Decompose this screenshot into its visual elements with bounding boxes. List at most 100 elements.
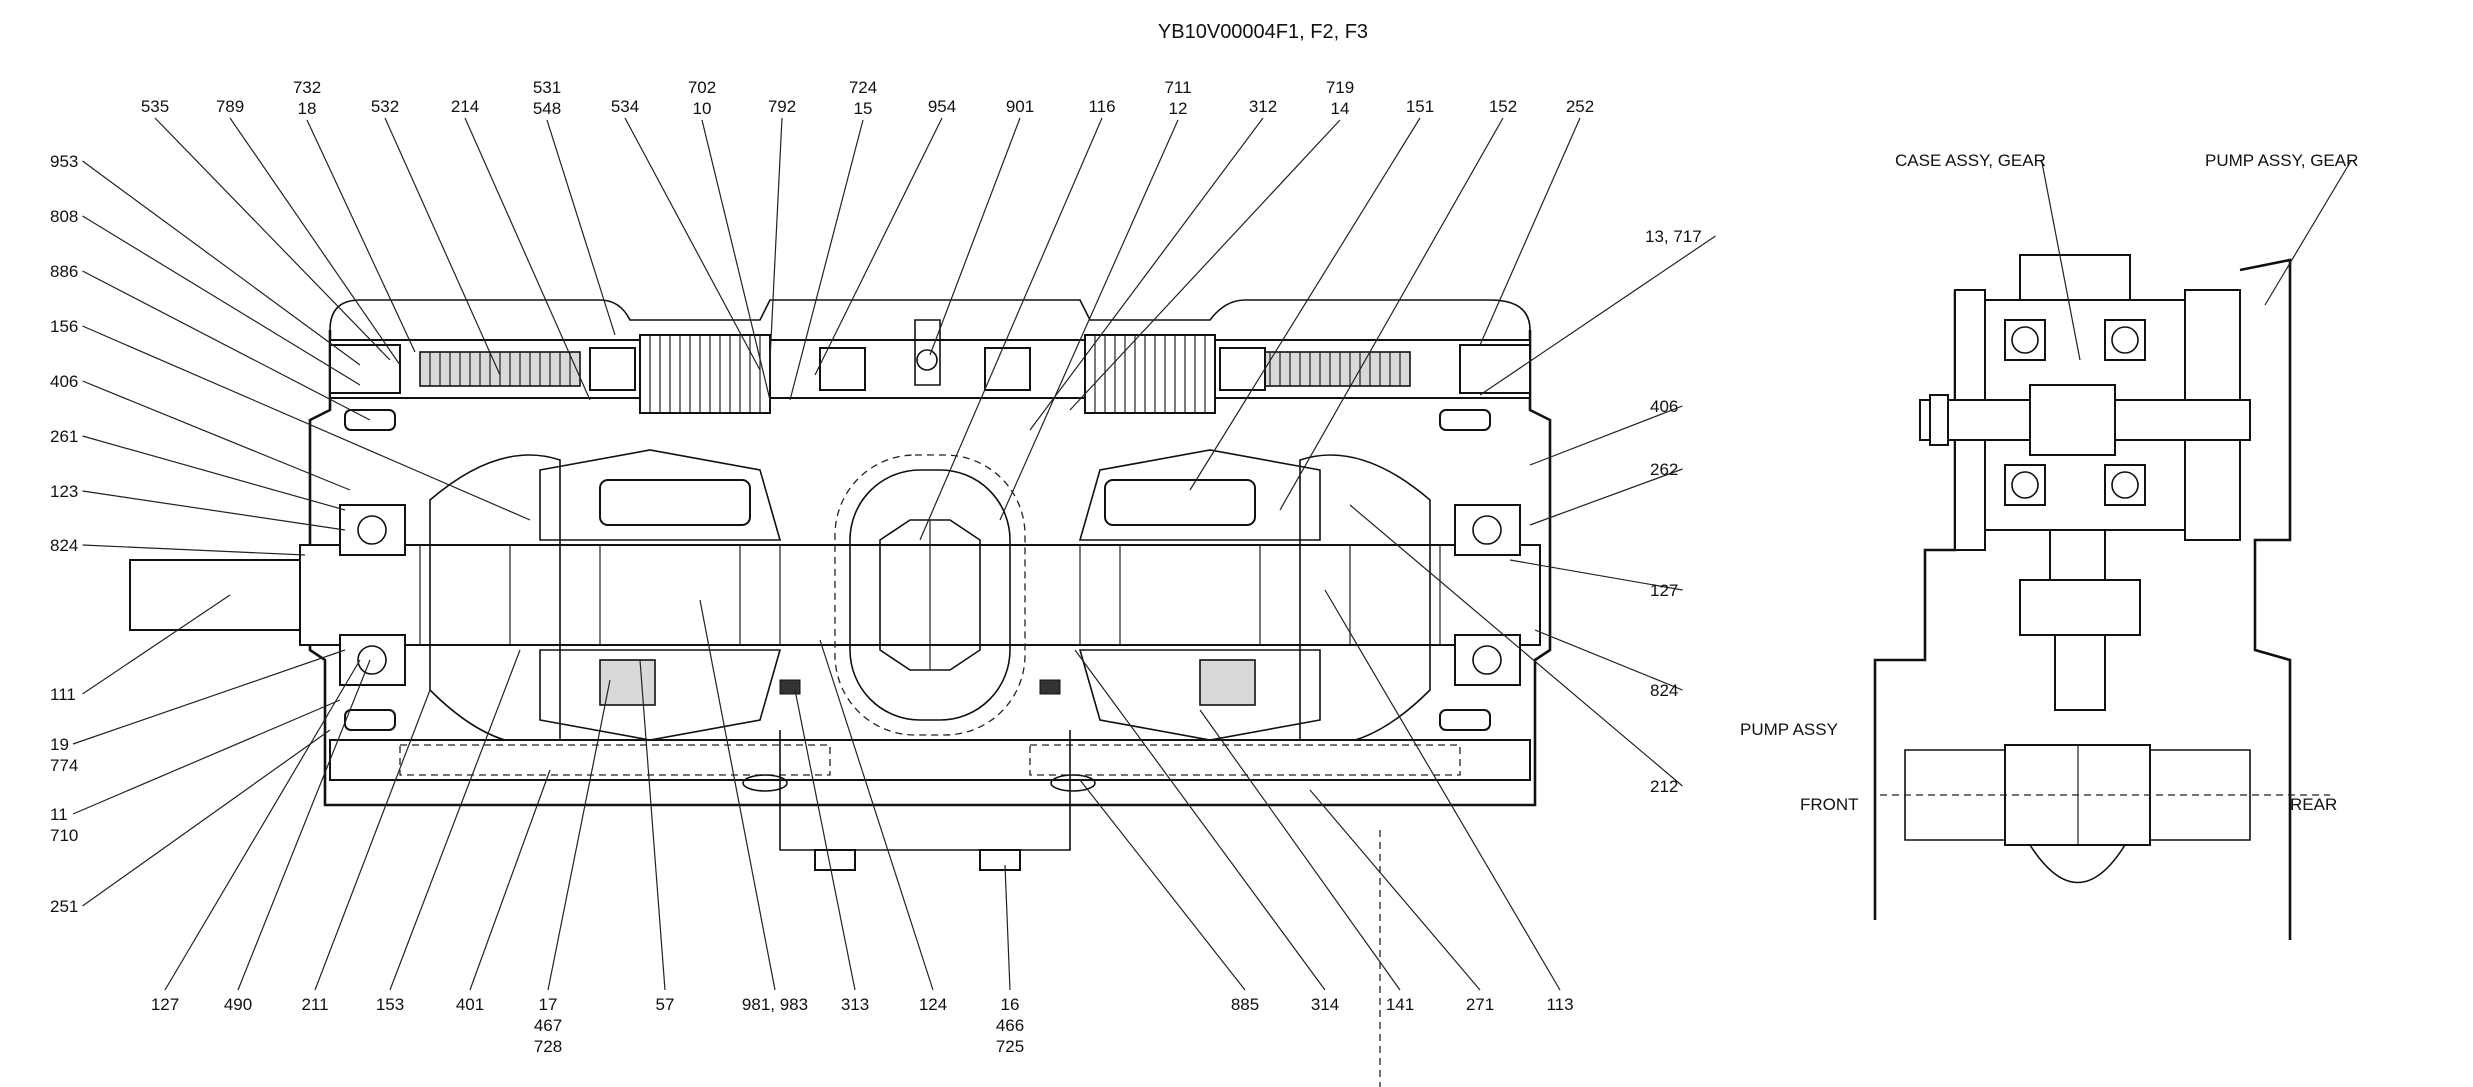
side-view-left-outline	[1873, 290, 1957, 920]
callout-line: 18	[298, 99, 317, 118]
right-passage-dashed	[1029, 744, 1461, 776]
callout-c156: 156	[50, 317, 78, 336]
right-inner-nut	[1219, 347, 1266, 391]
leader-c123	[82, 490, 346, 531]
callout-c981: 981, 983	[742, 995, 808, 1014]
pump-housing-top	[329, 299, 1531, 331]
diagram-title: YB10V00004F1, F2, F3	[1158, 21, 1368, 43]
callout-c271: 271	[1466, 995, 1494, 1014]
callout-line: 262	[1650, 460, 1678, 479]
callout-line: 13, 717	[1645, 227, 1702, 246]
callout-line: 127	[151, 995, 179, 1014]
left-bottom-plug	[344, 709, 396, 731]
callout-c152: 152	[1489, 97, 1517, 116]
callout-line: 16	[1001, 995, 1020, 1014]
callout-line: 808	[50, 207, 78, 226]
bearing-br	[2104, 464, 2146, 506]
callout-cPump: PUMP ASSY	[1740, 720, 1838, 739]
callout-c211: 211	[301, 995, 328, 1014]
leader-c252	[1479, 117, 1581, 346]
callout-c212: 212	[1650, 777, 1678, 796]
callout-line: 774	[50, 756, 78, 775]
callout-line: 532	[371, 97, 399, 116]
coupling-lower	[2054, 634, 2106, 711]
callout-line: 792	[768, 97, 796, 116]
callout-line: 490	[224, 995, 252, 1014]
leader-c732	[306, 119, 416, 353]
leader-c824l	[82, 544, 306, 556]
leader-c534	[624, 117, 761, 371]
callout-c116: 116	[1088, 97, 1115, 116]
leader-c711	[999, 119, 1179, 521]
leader-c57	[639, 659, 666, 991]
callout-line: 728	[534, 1037, 562, 1056]
leader-c886	[82, 270, 371, 421]
left-pin	[779, 679, 801, 695]
leader-c953	[82, 160, 361, 366]
leader-c314	[1074, 649, 1326, 991]
side-shaft-end	[1929, 394, 1949, 446]
callout-c792: 792	[768, 97, 796, 116]
callout-line: 531	[533, 78, 561, 97]
right-bottom-plug	[1439, 709, 1491, 731]
callout-line: 15	[854, 99, 873, 118]
leader-c261	[82, 435, 346, 511]
leader-c11	[72, 699, 341, 815]
callout-c401: 401	[456, 995, 484, 1014]
right-swash-plate-upper	[1078, 449, 1321, 541]
leader-c116	[919, 117, 1103, 541]
callout-line: REAR	[2290, 795, 2337, 814]
callout-line: 111	[50, 685, 76, 704]
callout-line: 212	[1650, 777, 1678, 796]
leader-c954	[814, 117, 943, 376]
leader-c401	[469, 769, 551, 991]
leader-c535	[154, 117, 391, 361]
left-upper-piston	[599, 479, 751, 526]
right-lower-shoe	[1199, 659, 1256, 706]
callout-line: 312	[1249, 97, 1277, 116]
main-drive-shaft	[129, 544, 1541, 646]
callout-line: 271	[1466, 995, 1494, 1014]
leader-c406r	[1529, 405, 1683, 466]
callout-c251: 251	[50, 897, 78, 916]
callout-line: 789	[216, 97, 244, 116]
left-passage-dashed	[399, 744, 831, 776]
leader-c531	[546, 119, 616, 336]
leader-c127r	[1509, 559, 1683, 591]
callout-c153: 153	[376, 995, 404, 1014]
leader-c792	[769, 117, 783, 361]
leader-c251	[82, 729, 331, 907]
callout-line: 252	[1566, 97, 1594, 116]
callout-c789: 789	[216, 97, 244, 116]
callout-line: 156	[50, 317, 78, 336]
callout-c313: 313	[841, 995, 869, 1014]
callout-line: 981, 983	[742, 995, 808, 1014]
callout-line: 14	[1331, 99, 1350, 118]
center-left-nut	[819, 347, 866, 391]
leader-c211	[314, 689, 431, 991]
callout-line: 57	[656, 995, 675, 1014]
callout-line: 123	[50, 482, 78, 501]
callout-line: 11	[50, 805, 68, 824]
callout-line: 314	[1311, 995, 1339, 1014]
callout-line: 12	[1169, 99, 1188, 118]
callout-c535: 535	[141, 97, 169, 116]
left-plug	[814, 849, 856, 871]
pump-housing-bottom	[2029, 844, 2126, 884]
pump-housing-outline	[308, 330, 1552, 807]
callout-c57: 57	[656, 995, 675, 1014]
leader-c16	[1004, 864, 1011, 991]
callout-line: 124	[919, 995, 947, 1014]
leader-c124	[819, 639, 934, 991]
leader-c127b	[164, 659, 361, 991]
callout-line: 17	[539, 995, 558, 1014]
callout-c886: 886	[50, 262, 78, 281]
leader-c152	[1279, 117, 1504, 511]
callout-line: 885	[1231, 995, 1259, 1014]
callout-line: 251	[50, 897, 78, 916]
callout-c151: 151	[1406, 97, 1434, 116]
